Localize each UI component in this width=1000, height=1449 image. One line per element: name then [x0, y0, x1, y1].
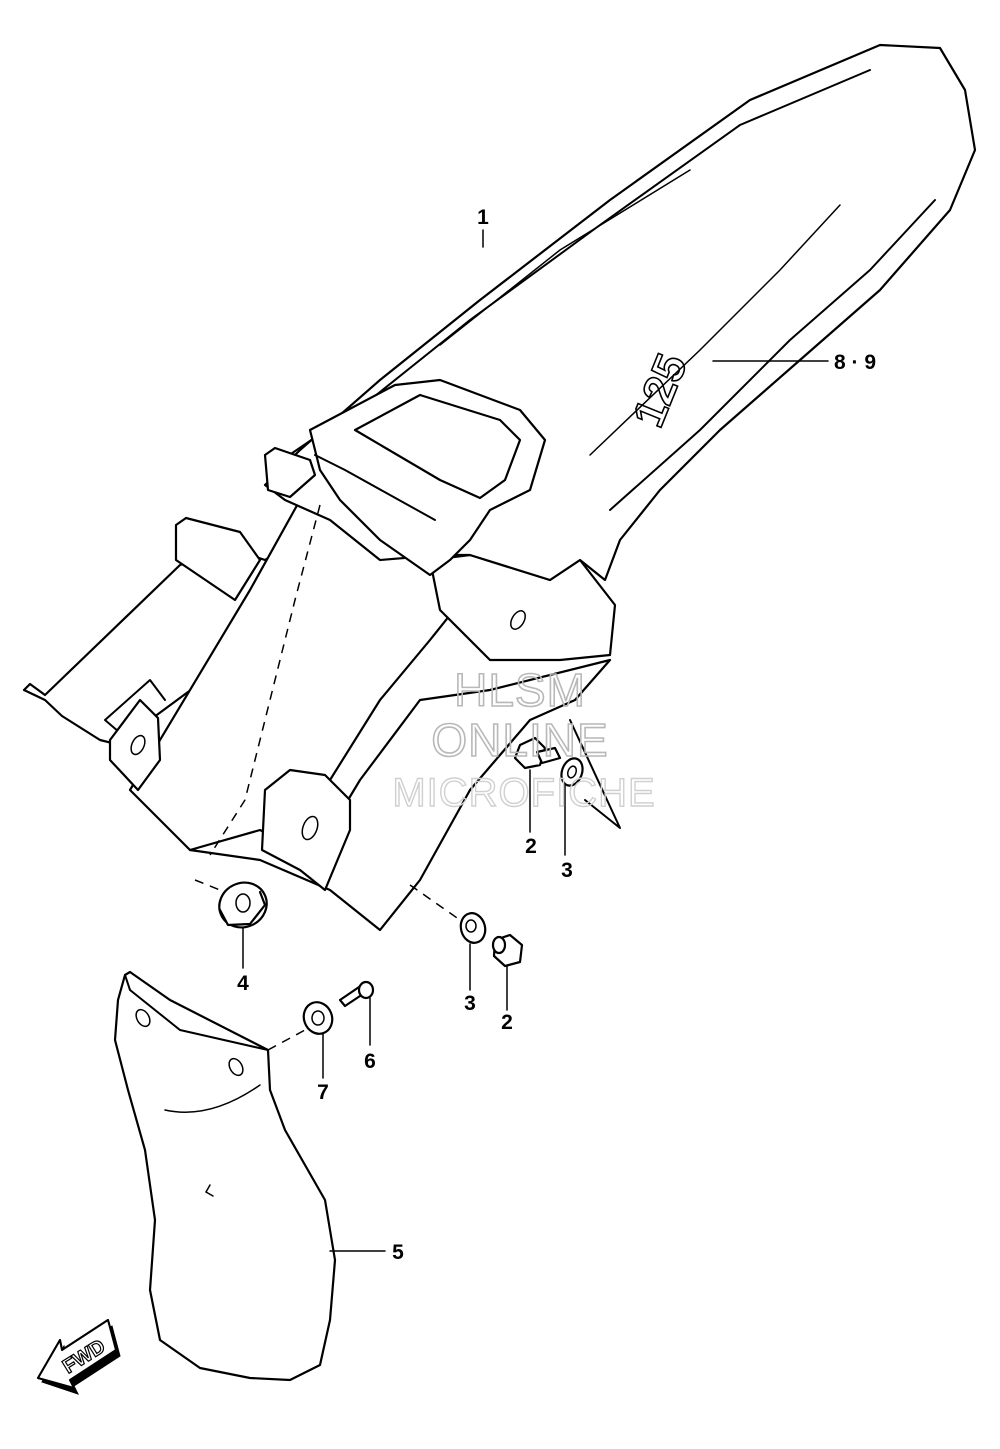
- bolt-part-2-upper[interactable]: [513, 736, 562, 770]
- callout-1: 1: [477, 206, 489, 229]
- washer-nut-part-3-lower[interactable]: [458, 910, 489, 945]
- callout-6: 6: [364, 1050, 376, 1073]
- washer-part-7[interactable]: [299, 998, 336, 1038]
- bolt-part-2-lower[interactable]: [491, 933, 524, 968]
- callout-3-lower: 3: [464, 992, 476, 1015]
- grommet-part-4[interactable]: [212, 875, 274, 935]
- watermark-line-3: MICROFICHE: [392, 771, 655, 815]
- assembly-dash-4: [194, 879, 221, 891]
- rear-fender-part-1[interactable]: 125: [22, 43, 977, 932]
- callout-5: 5: [392, 1241, 404, 1264]
- callout-3-upper: 3: [561, 859, 573, 882]
- callout-7: 7: [317, 1081, 329, 1104]
- watermark: HLSM ONLINE MICROFICHE: [392, 663, 656, 816]
- assembly-arrow-line: [569, 719, 621, 829]
- assembly-dash-7: [267, 1029, 306, 1051]
- callout-8-9: 8 · 9: [834, 351, 876, 374]
- watermark-line-2: ONLINE: [431, 714, 608, 766]
- assembly-dash-3: [409, 884, 461, 921]
- callout-labels: 1 8 · 9 2 3 4 3 2 6 7 5: [237, 206, 876, 1264]
- fwd-arrow-icon: FWD: [37, 1319, 121, 1395]
- callout-2-lower: 2: [501, 1011, 513, 1034]
- callout-2-upper: 2: [525, 835, 537, 858]
- watermark-line-1: HLSM: [454, 664, 586, 716]
- screw-part-6[interactable]: [338, 980, 375, 1008]
- mud-flap-part-5[interactable]: [113, 970, 337, 1382]
- washer-nut-part-3-upper[interactable]: [558, 755, 586, 788]
- callout-4: 4: [237, 972, 249, 995]
